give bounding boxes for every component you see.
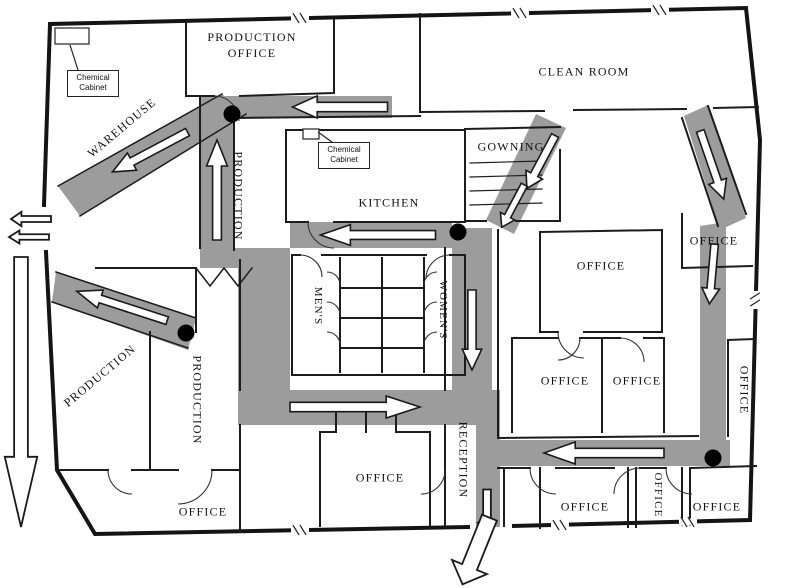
exit-arrow: [5, 257, 38, 527]
room-label-clean-room: CLEAN ROOM: [538, 64, 630, 79]
wall: [56, 259, 241, 533]
wall-break-mark: [749, 290, 761, 310]
door-arc: [420, 469, 446, 495]
room-label-production-corridor-bottom: PRODUCTION: [190, 355, 205, 445]
room-label-office-bottom-2: OFFICE: [692, 499, 742, 514]
chemical-cabinet-symbols: [54, 27, 333, 143]
door-arc: [177, 469, 213, 505]
outer-wall: [41, 5, 763, 529]
room-label-office-bottom-left: OFFICE: [178, 504, 228, 519]
corridor-edge-wall: [51, 92, 248, 349]
wall: [444, 229, 505, 527]
marker-dot: [223, 105, 241, 123]
evacuation-routes: [52, 94, 746, 527]
marker-dot: [177, 324, 195, 342]
door-arc: [665, 467, 693, 495]
room-label-womens: WOMEN'S: [437, 280, 449, 340]
room-label-production-corridor-top: PRODUCTION: [231, 151, 246, 241]
outer-walls: [41, 5, 763, 537]
wall-break-mark: [550, 519, 570, 531]
chemical-cabinet-label: Chemical Cabinet: [318, 142, 370, 169]
room-label-office-far-right: OFFICE: [689, 233, 739, 248]
door-arc: [613, 467, 641, 495]
marker-dot: [449, 223, 467, 241]
room-label-office-bottom-1: OFFICE: [560, 499, 610, 514]
room-label-reception: RECEPTION: [456, 421, 471, 499]
exit-arrow: [10, 211, 52, 227]
route-restroom-left: [238, 250, 290, 425]
wall: [285, 125, 562, 223]
wall-break-marks: [290, 4, 761, 536]
door-arc: [425, 254, 451, 280]
wall-break-mark: [678, 516, 698, 528]
exit-arrow: [8, 230, 50, 244]
room-label-office-bottom-vertical: OFFICE: [652, 472, 664, 518]
room-label-office-bottom-center: OFFICE: [355, 470, 405, 485]
wall-break-mark: [650, 4, 670, 16]
chemical-cabinet-label: Chemical Cabinet: [67, 70, 119, 97]
zigzag-wall: [194, 266, 254, 288]
door-arc: [107, 469, 133, 495]
wall: [496, 434, 758, 529]
wall: [339, 257, 425, 373]
door-arc: [307, 221, 335, 249]
wall: [199, 95, 466, 376]
stall-door-arcs: [326, 271, 438, 346]
room-label-office-ne: OFFICE: [576, 258, 626, 273]
door-arc: [529, 467, 557, 495]
wall-break-mark: [290, 524, 310, 536]
door-arc: [299, 254, 323, 278]
room-label-kitchen: KITCHEN: [358, 195, 420, 210]
gowning-shelf-lines: [469, 160, 543, 206]
interior-walls: [51, 13, 760, 533]
wall-break-mark: [290, 12, 310, 24]
room-label-production-office: PRODUCTION OFFICE: [207, 29, 297, 60]
leader-line: [317, 131, 333, 143]
chemical-cabinet-box: [302, 128, 320, 140]
wall: [319, 409, 431, 527]
door-arc: [557, 337, 581, 361]
route-right-vertical: [700, 222, 726, 442]
door-arc: [619, 337, 645, 363]
marker-dots: [177, 105, 722, 467]
room-label-office-mid-1: OFFICE: [540, 373, 590, 388]
door-arcs: [107, 95, 693, 505]
wall: [511, 337, 756, 437]
leader-line: [69, 44, 79, 71]
marker-dot: [704, 449, 722, 467]
room-label-mens: MEN'S: [312, 286, 324, 326]
chemical-cabinet-box: [54, 27, 90, 45]
outer-wall: [43, 249, 471, 537]
room-label-office-mid-2: OFFICE: [612, 373, 662, 388]
wall-break-mark: [510, 7, 530, 19]
door-arc: [557, 331, 585, 359]
room-label-office-right-vertical: OFFICE: [737, 365, 752, 415]
room-label-gowning: GOWNING: [477, 139, 545, 154]
